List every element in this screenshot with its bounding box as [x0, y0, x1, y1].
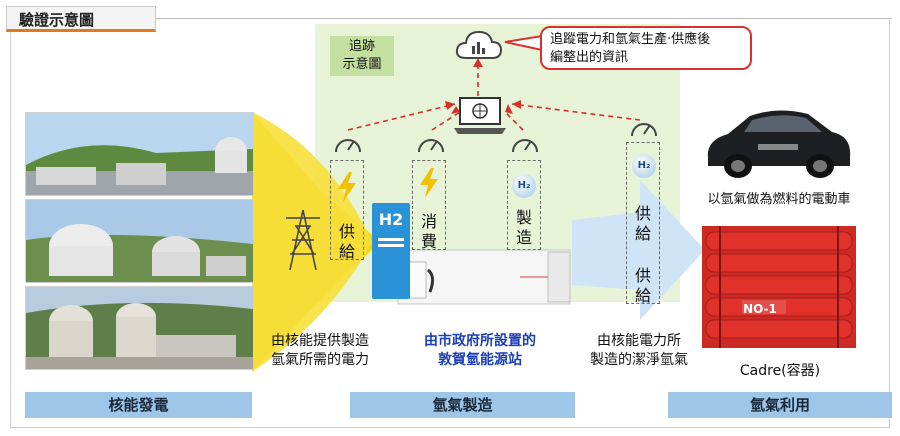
supply-meter-box	[330, 160, 364, 260]
h2-storage-stripe	[378, 238, 404, 241]
title-rule	[150, 18, 892, 19]
tracking-callout: 追蹤電力和氫氣生產‧供應後編整出的資訊	[540, 26, 752, 70]
supply-right-label-2: 供給	[634, 266, 651, 305]
clean-hydrogen-caption: 由核能電力所製造的潔淨氫氣	[590, 333, 688, 368]
lightning-icon	[338, 172, 356, 202]
nuclear-plant-photo-2	[25, 199, 254, 283]
h2-molecule-icon: H₂	[512, 174, 536, 198]
produce-label: 製造	[515, 208, 532, 247]
consume-meter-box	[412, 160, 446, 250]
station-caption: 由市政府所設置的敦賀氫能源站	[424, 333, 536, 368]
diagram-frame	[10, 20, 890, 428]
hydrogen-supply-flow	[572, 180, 705, 320]
supply-right-label-1: 供給	[634, 204, 651, 243]
cylinder-label: NO-1	[743, 302, 777, 316]
tracking-label: 追跡示意圖	[330, 36, 394, 76]
power-tower-icon	[286, 209, 320, 271]
category-h2-use: 氫氣利用	[668, 392, 892, 418]
gauge-icon	[631, 123, 657, 137]
h2-storage-label: H2	[378, 210, 404, 229]
h2-storage-stripe	[378, 244, 404, 247]
nuclear-plant-photo-3	[25, 286, 254, 370]
fuel-cell-car-image	[707, 110, 851, 178]
supply-right-box	[626, 142, 660, 304]
gauge-icon	[512, 139, 538, 153]
h2-storage-unit	[372, 203, 410, 299]
hydrogen-cadre-image	[702, 226, 856, 348]
supply-left-label: 供給	[338, 222, 355, 261]
produce-meter-box	[507, 160, 541, 250]
nuclear-plant-photo-1	[25, 112, 254, 196]
lightning-icon	[420, 168, 438, 198]
category-h2-production: 氫氣製造	[350, 392, 575, 418]
nuclear-supply-caption: 由核能提供製造氫氣所需的電力	[271, 333, 369, 368]
laptop-icon	[454, 97, 506, 134]
h2-molecule-icon: H₂	[632, 154, 656, 178]
fcv-caption: 以氫氣做為燃料的電動車	[707, 192, 851, 207]
category-nuclear: 核能發電	[25, 392, 252, 418]
cadre-caption: Cadre(容器)	[739, 363, 821, 379]
cloud-data-icon	[455, 30, 503, 59]
gauge-icon	[418, 139, 444, 153]
consume-label: 消費	[420, 212, 437, 251]
diagram-title: 驗證示意圖	[6, 6, 156, 32]
gauge-icon	[335, 139, 361, 153]
